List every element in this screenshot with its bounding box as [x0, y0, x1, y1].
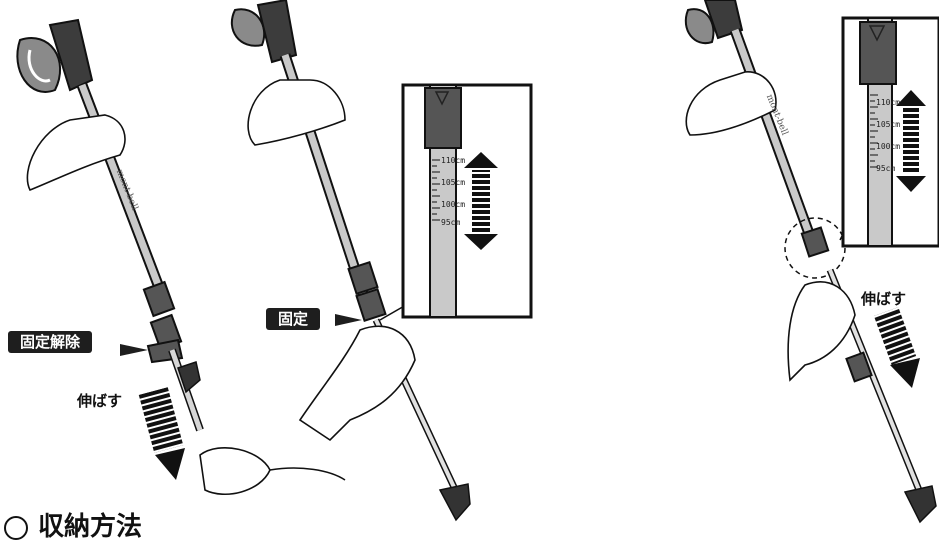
pole-locking — [232, 0, 531, 520]
extend-arrow-1 — [139, 387, 185, 480]
section-heading: 収納方法 — [4, 506, 142, 543]
unlock-label: 固定解除 — [8, 331, 92, 353]
tick-95-b: 95cm — [876, 164, 895, 173]
pole-illustration — [0, 0, 939, 532]
zoom-panel-extend — [840, 18, 939, 246]
tick-100-b: 100cm — [876, 142, 900, 151]
tick-95-a: 95cm — [441, 218, 460, 227]
tick-105-b: 105cm — [876, 120, 900, 129]
extend-arrow-3 — [874, 307, 920, 388]
tick-110-a: 110cm — [441, 156, 465, 165]
extend-text-1: 伸ばす — [77, 390, 122, 411]
lock-label: 固定 — [266, 308, 320, 330]
tick-105-a: 105cm — [441, 178, 465, 187]
heading-bullet-icon — [4, 516, 28, 540]
heading-text: 収納方法 — [38, 512, 142, 542]
pole-extending — [686, 0, 939, 522]
illustration-stage: 固定解除 伸ばす 固定 伸ばす mont-bell mont-bell 110c… — [0, 0, 939, 532]
tick-100-a: 100cm — [441, 200, 465, 209]
tick-110-b: 110cm — [876, 98, 900, 107]
extend-text-3: 伸ばす — [861, 288, 906, 309]
